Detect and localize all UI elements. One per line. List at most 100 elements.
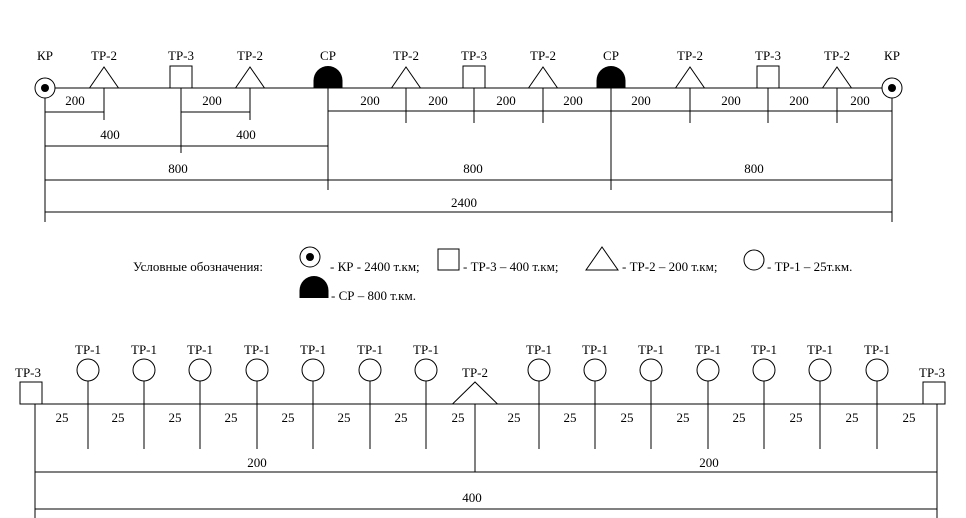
station-label: ТР-1 (413, 342, 439, 357)
station-label: КР (884, 48, 900, 63)
station-label: ТР-2 (530, 48, 556, 63)
tp2-triangle-icon (585, 246, 619, 271)
tp3-square-icon (437, 248, 460, 271)
segment-label: 200 (631, 93, 651, 108)
tp3-square-icon (462, 65, 486, 89)
tp3-square-icon (756, 65, 780, 89)
tp1-circle-icon (414, 358, 438, 382)
segment-label: 25 (395, 410, 408, 425)
legend-title: Условные обозначения: (133, 259, 263, 274)
station-label: ТР-1 (187, 342, 213, 357)
station-label: ТР-2 (824, 48, 850, 63)
segment-label: 25 (846, 410, 859, 425)
station-label: ТР-1 (131, 342, 157, 357)
station-label: ТР-1 (807, 342, 833, 357)
segment-label: 25 (621, 410, 634, 425)
station-label: ТР-1 (864, 342, 890, 357)
total-label: 2400 (451, 195, 477, 210)
half-label: 200 (699, 455, 719, 470)
segment-label: 25 (225, 410, 238, 425)
tp3-square-icon (169, 65, 193, 89)
tp2-triangle-icon (88, 66, 120, 89)
segment-label: 25 (112, 410, 125, 425)
legend-tp3-text: - ТР-3 – 400 т.км; (463, 259, 558, 274)
cp-symbol-icon (313, 66, 343, 88)
tp1-circle-icon (358, 358, 382, 382)
tp1-circle-icon (808, 358, 832, 382)
level-800-label: 800 (168, 161, 188, 176)
tp1-circle-icon (743, 249, 765, 271)
segment-label: 25 (282, 410, 295, 425)
tp2-triangle-icon (527, 66, 559, 89)
legend-tp2-text: - ТР-2 – 200 т.км; (622, 259, 717, 274)
total-label: 400 (462, 490, 482, 505)
segment-label: 25 (903, 410, 916, 425)
legend: Условные обозначения: - КР - 2400 т.км; - … (133, 246, 852, 303)
station-label: СР (320, 48, 336, 63)
station-label: ТР-1 (582, 342, 608, 357)
station-label: ТР-3 (755, 48, 781, 63)
tp1-circle-icon (639, 358, 663, 382)
kp-symbol-icon (881, 77, 903, 99)
segment-label: 25 (790, 410, 803, 425)
segment-label: 200 (496, 93, 516, 108)
segment-label: 25 (338, 410, 351, 425)
kp-inner-dot (306, 253, 314, 261)
tp1-circle-icon (527, 358, 551, 382)
level-800-label: 800 (744, 161, 764, 176)
legend-cp-text: - СР – 800 т.км. (331, 288, 416, 303)
tp1-circle-icon (188, 358, 212, 382)
tp1-circle-icon (76, 358, 100, 382)
tp2-triangle-icon (234, 66, 266, 89)
level-400-label: 400 (236, 127, 256, 142)
kp-symbol-icon (299, 246, 321, 268)
segment-label: 200 (65, 93, 85, 108)
segment-label: 25 (56, 410, 69, 425)
tp2-triangle-icon (451, 381, 499, 405)
tp1-circle-icon (865, 358, 889, 382)
segment-label: 200 (721, 93, 741, 108)
station-label: ТР-1 (300, 342, 326, 357)
station-label: СР (603, 48, 619, 63)
segment-label: 25 (733, 410, 746, 425)
station-label: ТР-1 (357, 342, 383, 357)
tp3-square-icon (19, 381, 43, 405)
half-label: 200 (247, 455, 267, 470)
kp-inner-dot (41, 84, 49, 92)
segment-label: 200 (360, 93, 380, 108)
cp-symbol-icon (596, 66, 626, 88)
station-label: ТР-1 (751, 342, 777, 357)
tp1-circle-icon (245, 358, 269, 382)
tp1-circle-icon (132, 358, 156, 382)
kp-symbol-icon (34, 77, 56, 99)
segment-label: 200 (428, 93, 448, 108)
tp3-square-icon (922, 381, 946, 405)
level-800-label: 800 (463, 161, 483, 176)
station-label: ТР-3 (461, 48, 487, 63)
segment-label: 200 (202, 93, 222, 108)
segment-label: 25 (508, 410, 521, 425)
station-label: ТР-1 (75, 342, 101, 357)
station-label: ТР-3 (919, 365, 945, 380)
tp1-circle-icon (752, 358, 776, 382)
station-label: ТР-2 (393, 48, 419, 63)
segment-label: 25 (564, 410, 577, 425)
station-label: ТР-1 (695, 342, 721, 357)
station-label: ТР-1 (244, 342, 270, 357)
legend-tp1-text: - ТР-1 – 25т.км. (767, 259, 852, 274)
legend-kp-text: - КР - 2400 т.км; (330, 259, 420, 274)
station-label: ТР-3 (168, 48, 194, 63)
station-label: КР (37, 48, 53, 63)
segment-label: 25 (169, 410, 182, 425)
level-400-label: 400 (100, 127, 120, 142)
station-label: ТР-1 (526, 342, 552, 357)
kp-inner-dot (888, 84, 896, 92)
cp-symbol-icon (299, 276, 329, 298)
station-label: ТР-2 (91, 48, 117, 63)
tp1-circle-icon (583, 358, 607, 382)
segment-label: 25 (677, 410, 690, 425)
tp2-triangle-icon (674, 66, 706, 89)
